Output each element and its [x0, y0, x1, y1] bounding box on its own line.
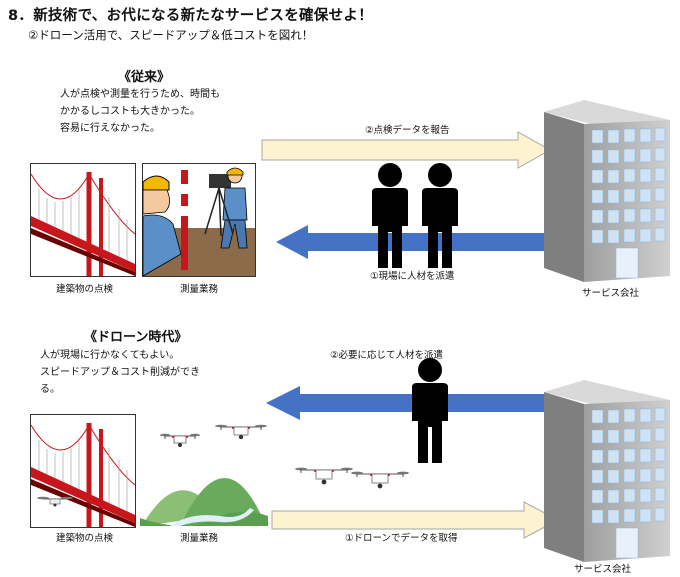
bridge-icon: [30, 172, 136, 276]
dispatch-label: ①現場に人材を派遣: [370, 271, 455, 282]
survey-caption-2: 測量業務: [180, 533, 219, 544]
office-building-icon: [544, 380, 670, 562]
drone-icon: [160, 433, 200, 447]
page-title: 8．新技術で、お代になる新たなサービスを確保せよ！: [8, 8, 374, 24]
acquire-arrow: [271, 501, 560, 539]
office-building-icon: [544, 100, 670, 282]
conventional-heading: 《従来》: [118, 70, 171, 85]
drone-era-heading: 《ドローン時代》: [84, 330, 188, 345]
bridge-image: [30, 163, 136, 277]
drone-icon: [215, 424, 267, 440]
drone-icon: [351, 471, 409, 489]
survey-caption: 測量業務: [180, 284, 219, 295]
company-caption-2: サービス会社: [574, 564, 632, 575]
hills-icon: [140, 478, 268, 526]
report-label: ②点検データを報告: [365, 125, 450, 136]
bridge-caption: 建築物の点検: [56, 284, 114, 295]
drone-era-description: 人が現場に行かなくてもよい。 スピードアップ＆コスト削減ができ る。: [40, 350, 200, 395]
dispatch-arrow: [276, 225, 544, 259]
drone-icon: [295, 467, 353, 485]
dispatch-arrow-2: [266, 386, 544, 420]
surveyor-icon: [142, 167, 255, 277]
conventional-description: 人が点検や測量を行うため、時間も かかるしコストも大きかった。 容易に行えなかっ…: [60, 89, 220, 134]
survey-image: [142, 163, 256, 277]
report-arrow: [261, 131, 552, 169]
drone-icon: [37, 496, 73, 507]
acquire-label: ①ドローンでデータを取得: [345, 533, 458, 544]
page-subtitle: ②ドローン活用で、スピードアップ＆低コストを図れ！: [28, 28, 314, 42]
person-icon: [372, 163, 458, 268]
dispatch-on-demand-label: ②必要に応じて人材を派遣: [330, 350, 444, 361]
company-caption: サービス会社: [582, 288, 640, 299]
person-icon: [412, 358, 448, 463]
bridge-caption-2: 建築物の点検: [56, 533, 114, 544]
bridge-image-2: [30, 414, 136, 528]
bridge-icon: [30, 423, 136, 527]
